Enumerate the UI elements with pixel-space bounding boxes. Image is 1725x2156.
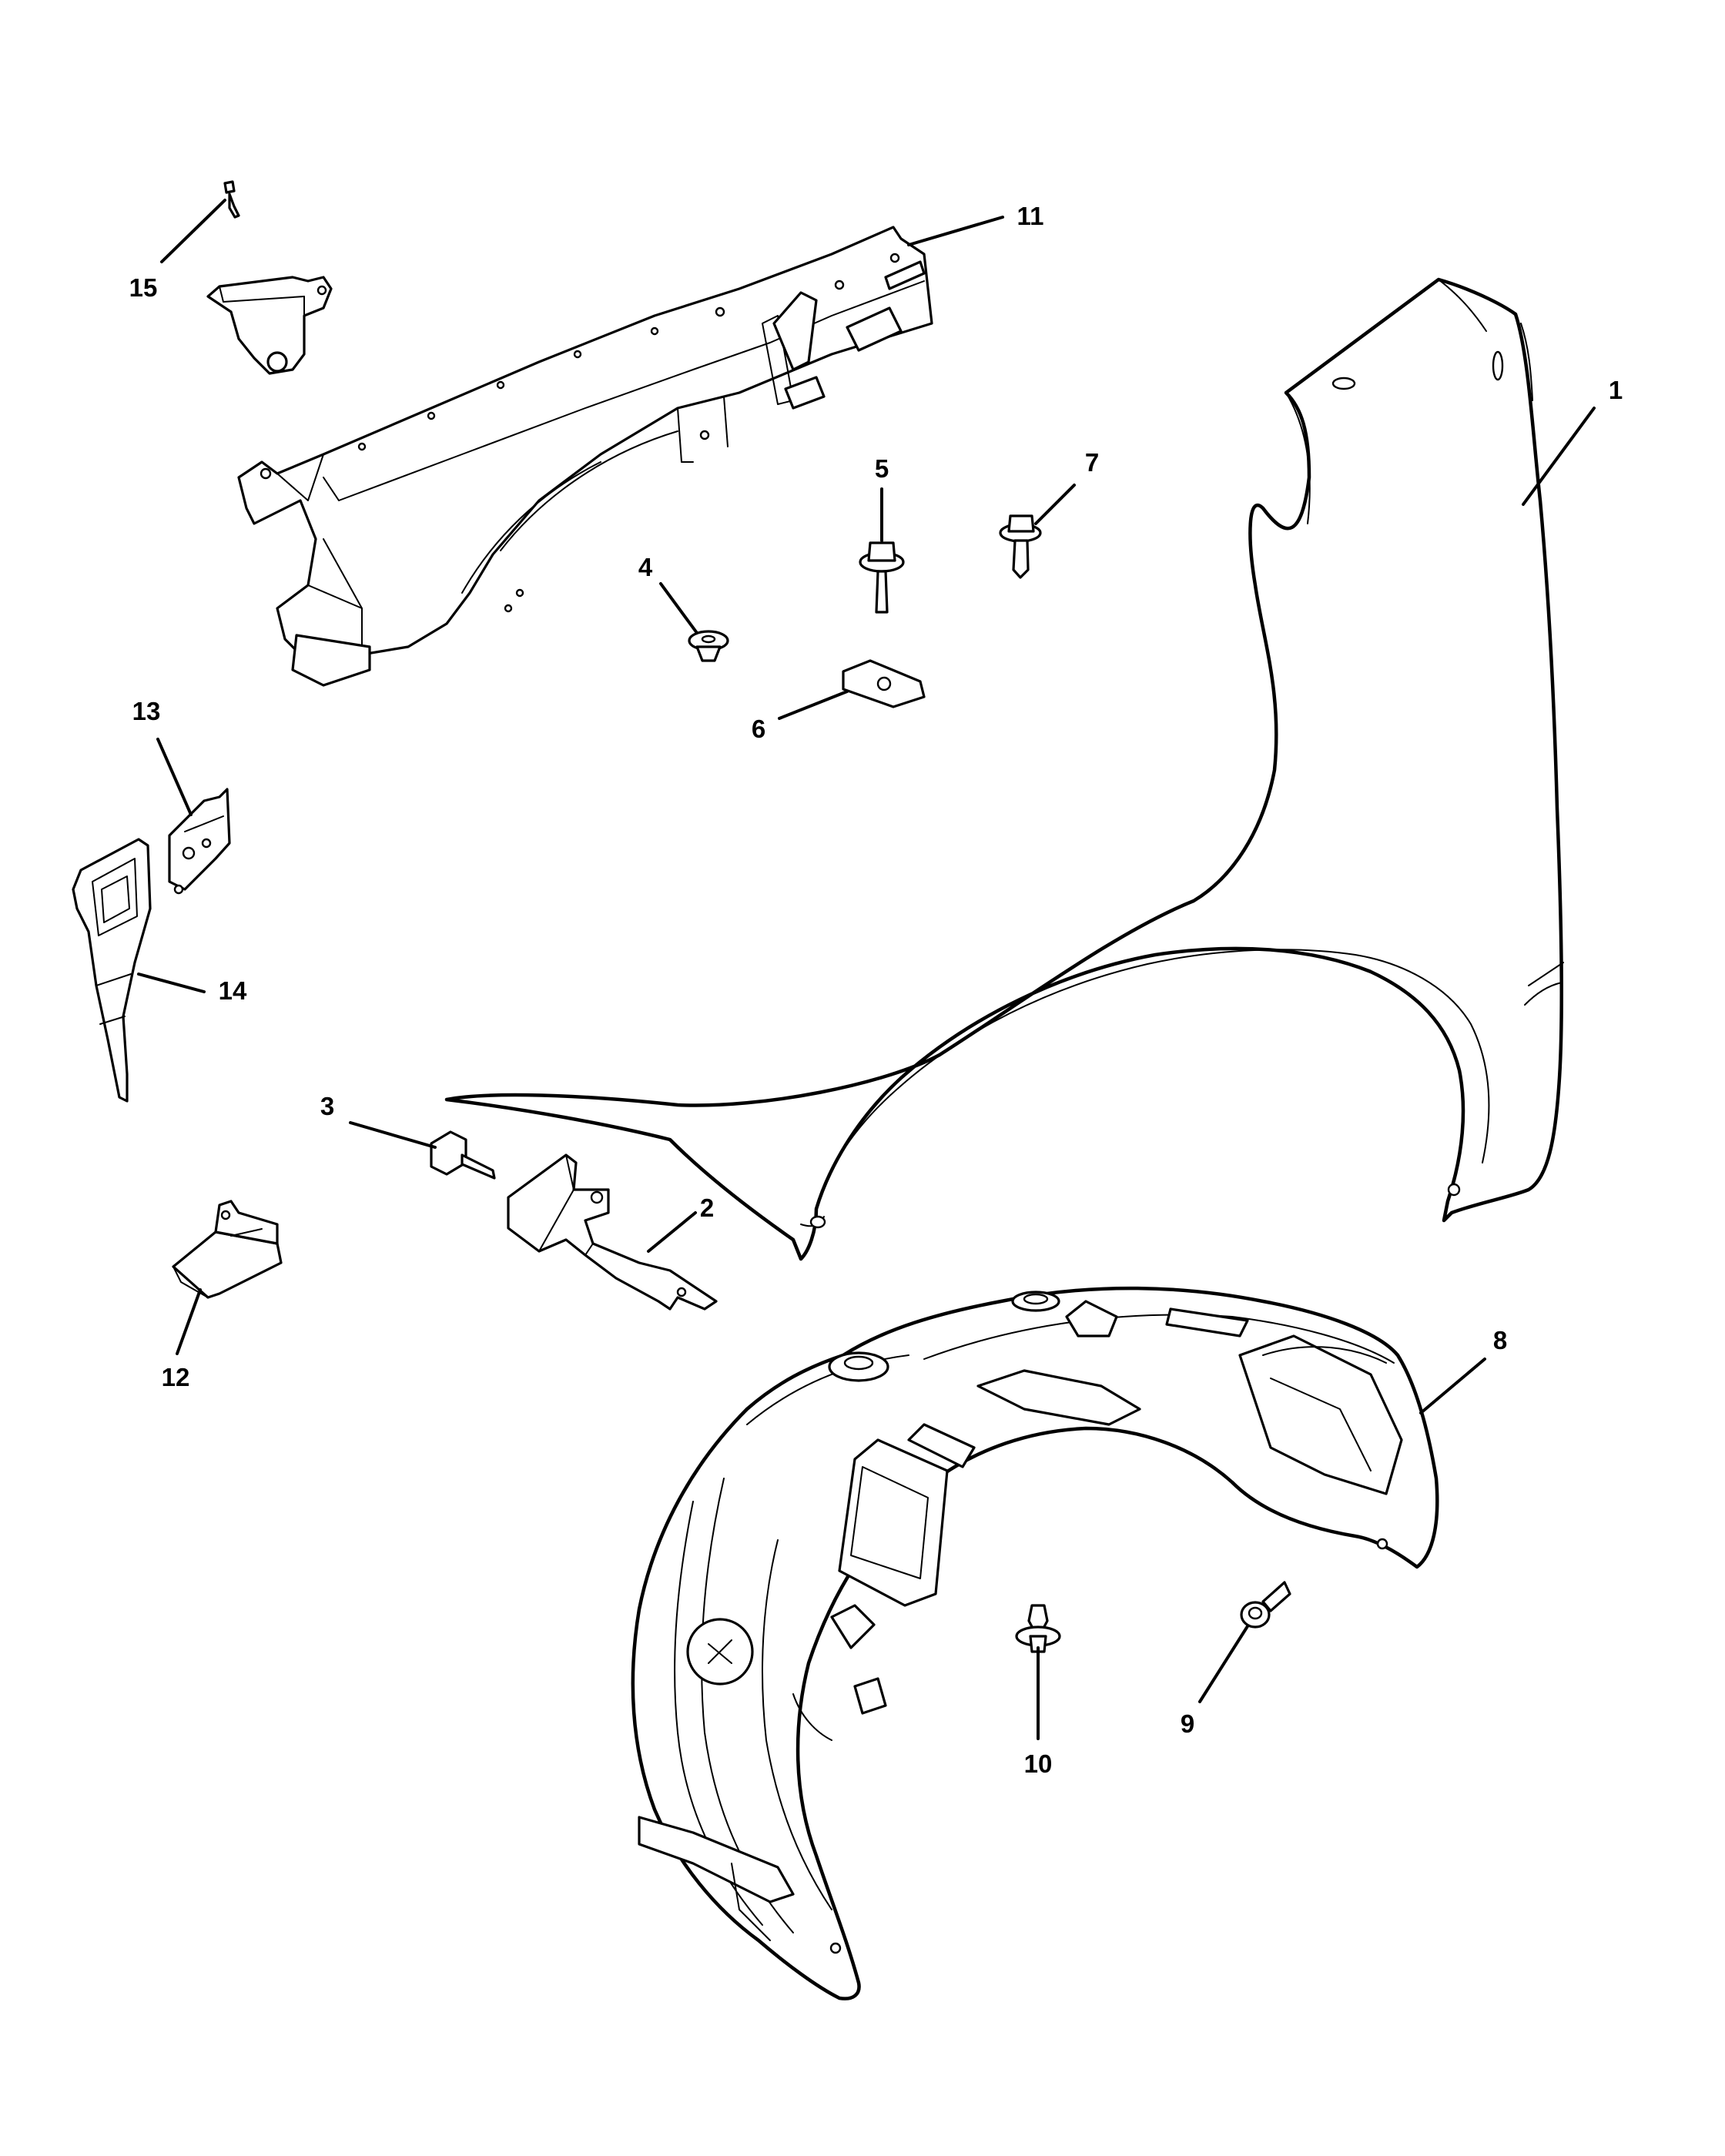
leader-8 xyxy=(1419,1358,1486,1414)
callout-14: 14 xyxy=(219,976,247,1005)
leader-14 xyxy=(137,973,206,993)
callout-5: 5 xyxy=(875,454,889,483)
leader-13 xyxy=(156,738,193,816)
bolt-part-7 xyxy=(999,514,1042,579)
callout-10: 10 xyxy=(1024,1749,1053,1778)
leader-1 xyxy=(1522,407,1596,506)
clip-part-9 xyxy=(1240,1581,1291,1629)
upper-rail-part-11 xyxy=(237,226,933,687)
push-pin-part-4 xyxy=(688,630,729,662)
push-retainer-part-10 xyxy=(1015,1604,1061,1653)
leader-2 xyxy=(647,1211,697,1253)
leader-12 xyxy=(176,1288,202,1355)
wheelhouse-liner-part-8 xyxy=(631,1286,1439,2000)
leader-4 xyxy=(659,582,698,634)
callout-9: 9 xyxy=(1181,1709,1194,1738)
callout-leaders xyxy=(137,199,1596,1740)
fender-part-1 xyxy=(444,277,1564,1261)
callout-8: 8 xyxy=(1493,1326,1507,1354)
callout-6: 6 xyxy=(752,715,765,743)
callout-4: 4 xyxy=(638,553,653,581)
callout-3: 3 xyxy=(320,1092,334,1120)
leader-9 xyxy=(1198,1625,1249,1703)
callout-labels: 1 2 3 4 5 6 7 8 9 10 11 12 13 14 15 xyxy=(129,202,1623,1778)
leader-15 xyxy=(160,199,226,263)
bracket-part-12 xyxy=(172,1200,283,1299)
callout-15: 15 xyxy=(129,273,158,302)
screw-part-15 xyxy=(223,180,240,219)
callout-7: 7 xyxy=(1085,448,1099,477)
callout-2: 2 xyxy=(700,1194,714,1222)
bracket-part-2 xyxy=(507,1153,718,1311)
clip-nut-part-6 xyxy=(842,659,926,708)
leader-6 xyxy=(778,690,849,720)
callout-11: 11 xyxy=(1017,202,1044,230)
callout-13: 13 xyxy=(132,697,161,725)
bracket-part-13 xyxy=(168,788,231,895)
bolt-part-5 xyxy=(859,541,905,614)
bracket-part-14 xyxy=(72,838,152,1103)
leader-3 xyxy=(349,1121,437,1149)
callout-12: 12 xyxy=(162,1363,190,1391)
callout-1: 1 xyxy=(1609,376,1623,404)
bolt-part-3 xyxy=(430,1130,496,1180)
upper-bracket xyxy=(206,276,333,375)
leader-7 xyxy=(1034,484,1076,525)
leader-11 xyxy=(907,216,1004,246)
